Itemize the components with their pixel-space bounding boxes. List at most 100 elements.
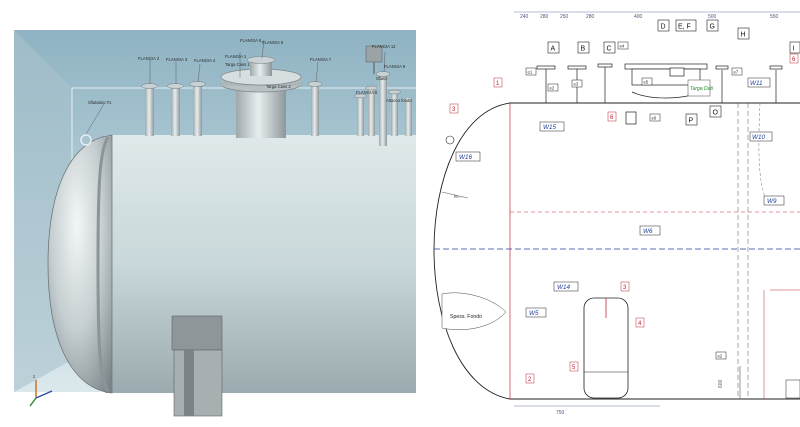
tag-box	[685, 113, 698, 126]
svg-text:1: 1	[496, 81, 500, 87]
svg-text:z: z	[33, 374, 35, 379]
weld-tag: W15	[543, 124, 556, 131]
cad-3d-view: FLANGIA 2 FLANGIA 3 FLANGIA 4 FLANGIA 1 …	[14, 30, 416, 417]
nozzle-letter: A	[551, 46, 556, 53]
saddle-top	[171, 315, 223, 351]
nozzle-label: FLANGIA 12	[372, 44, 396, 49]
nameplate-note: Targa Dati	[690, 86, 714, 92]
nozzle-pipe	[171, 86, 180, 136]
nozzle-label: FLANGIA 9	[384, 64, 406, 69]
hidden-line	[758, 102, 767, 201]
nozzle-label: Attacco fondo	[386, 98, 412, 103]
nozzle-pipe	[145, 86, 154, 136]
weld-tag: W5	[529, 310, 539, 317]
nozzle-label: FLANGIA 1	[225, 54, 247, 59]
nozzle-label: FLANGIA 8	[356, 90, 378, 95]
tank-head	[47, 134, 113, 394]
lug-label: Sfiatatoio #1	[88, 100, 112, 105]
weld-tag: W10	[752, 134, 765, 141]
nozzle-letter: D	[661, 24, 666, 31]
nozzle-pipe	[391, 92, 398, 136]
nozzle-label: FLANGIA 3	[166, 57, 188, 62]
nozzle-label: Sfiato	[376, 76, 387, 81]
nozzle-letter: G	[710, 24, 715, 31]
svg-text:e7: e7	[734, 70, 739, 75]
manway-neck	[236, 86, 286, 138]
tag-letter: P	[689, 118, 694, 125]
drawing-svg: 240 280 250 280 400 500 550	[433, 11, 800, 416]
nozzle-letters: A B C D E, F G H I	[547, 19, 800, 54]
svg-text:2: 2	[528, 377, 532, 383]
lifting-lug	[80, 134, 92, 146]
dim-text: 250	[560, 14, 569, 20]
nozzle-label: Targa Cass 2	[266, 84, 291, 89]
nozzle-group	[80, 45, 412, 146]
svg-text:e1: e1	[528, 70, 533, 75]
weld-tag: W16	[459, 154, 472, 161]
nozzle-label: FLANGIA 6	[262, 40, 284, 45]
nameplate-box	[687, 79, 711, 97]
tank-head-rim	[96, 136, 110, 392]
weld-tag: W6	[643, 228, 653, 235]
lifting-lug-symbol	[445, 135, 455, 145]
nozzle-letter: C	[607, 46, 612, 53]
nozzle-pipe	[405, 98, 412, 136]
nozzle-flange	[388, 89, 401, 95]
engineering-drawing: 240 280 250 280 400 500 550	[420, 0, 800, 422]
nozzle-flange	[375, 71, 391, 77]
svg-text:3: 3	[452, 107, 456, 113]
dim-text: 280	[540, 14, 549, 20]
weld-tag: W14	[557, 284, 570, 291]
small-tags: e1 e2 e3 e4 e5 e6 e7 e2	[525, 41, 743, 360]
nozzle-label: Targa Cass 1	[225, 62, 250, 67]
nozzle-pipe	[379, 74, 387, 146]
manway-top-flange	[246, 56, 276, 64]
weld-tag: W9	[767, 198, 777, 205]
radius-label: R=...	[454, 194, 463, 199]
nozzle-pipe	[357, 96, 364, 136]
bottom-thickness-note: Spess. Fondo	[450, 314, 482, 320]
nozzle-flange	[307, 81, 323, 87]
axis-triad-icon: z	[29, 374, 53, 407]
svg-text:e4: e4	[620, 44, 625, 49]
svg-text:e3: e3	[574, 82, 579, 87]
dim-text: 550	[770, 14, 779, 20]
dim-text: 400	[634, 14, 643, 20]
bottom-dimension: 750	[556, 410, 565, 416]
manway-top-nozzle	[250, 60, 272, 76]
nozzle-label: FLANGIA 7	[310, 57, 332, 62]
vertical-dimension: 600	[718, 379, 724, 388]
nozzle-flange	[189, 81, 206, 87]
tag-box	[709, 105, 722, 118]
nozzle-pipe	[311, 84, 319, 136]
nozzle-label: FLANGIA 5	[240, 38, 262, 43]
label-leaders	[85, 39, 386, 135]
nozzle-letter: B	[581, 46, 586, 53]
dim-text: 500	[708, 14, 717, 20]
cad-label-set: FLANGIA 2 FLANGIA 3 FLANGIA 4 FLANGIA 1 …	[88, 38, 412, 105]
saddle-rib	[184, 350, 194, 416]
svg-text:6: 6	[792, 57, 796, 63]
nozzle-flange	[365, 85, 378, 91]
top-dims: 240 280 250 280 400 500 550	[520, 14, 779, 20]
svg-text:5: 5	[572, 365, 576, 371]
nozzle-flange	[354, 93, 367, 99]
nozzle-flange	[141, 83, 158, 89]
svg-text:e6: e6	[652, 116, 657, 121]
svg-text:e2: e2	[718, 354, 723, 359]
vessel-head-outline	[433, 102, 511, 400]
svg-text:e5: e5	[644, 80, 649, 85]
tag-letter: O	[713, 110, 719, 117]
dim-text: 280	[586, 14, 595, 20]
nozzle-letter: I	[793, 46, 795, 53]
svg-text:6: 6	[610, 115, 614, 121]
cad-3d-svg: FLANGIA 2 FLANGIA 3 FLANGIA 4 FLANGIA 1 …	[14, 30, 416, 417]
nozzle-letter: E, F	[678, 24, 691, 31]
red-tags: 1 3 6 2 3 4 5 6	[449, 53, 799, 384]
radius-leader	[441, 191, 469, 199]
nozzle-flange	[167, 83, 184, 89]
bottom-thickness-callout	[441, 292, 507, 330]
saddle-leg	[173, 349, 223, 417]
svg-text:4: 4	[638, 321, 642, 327]
